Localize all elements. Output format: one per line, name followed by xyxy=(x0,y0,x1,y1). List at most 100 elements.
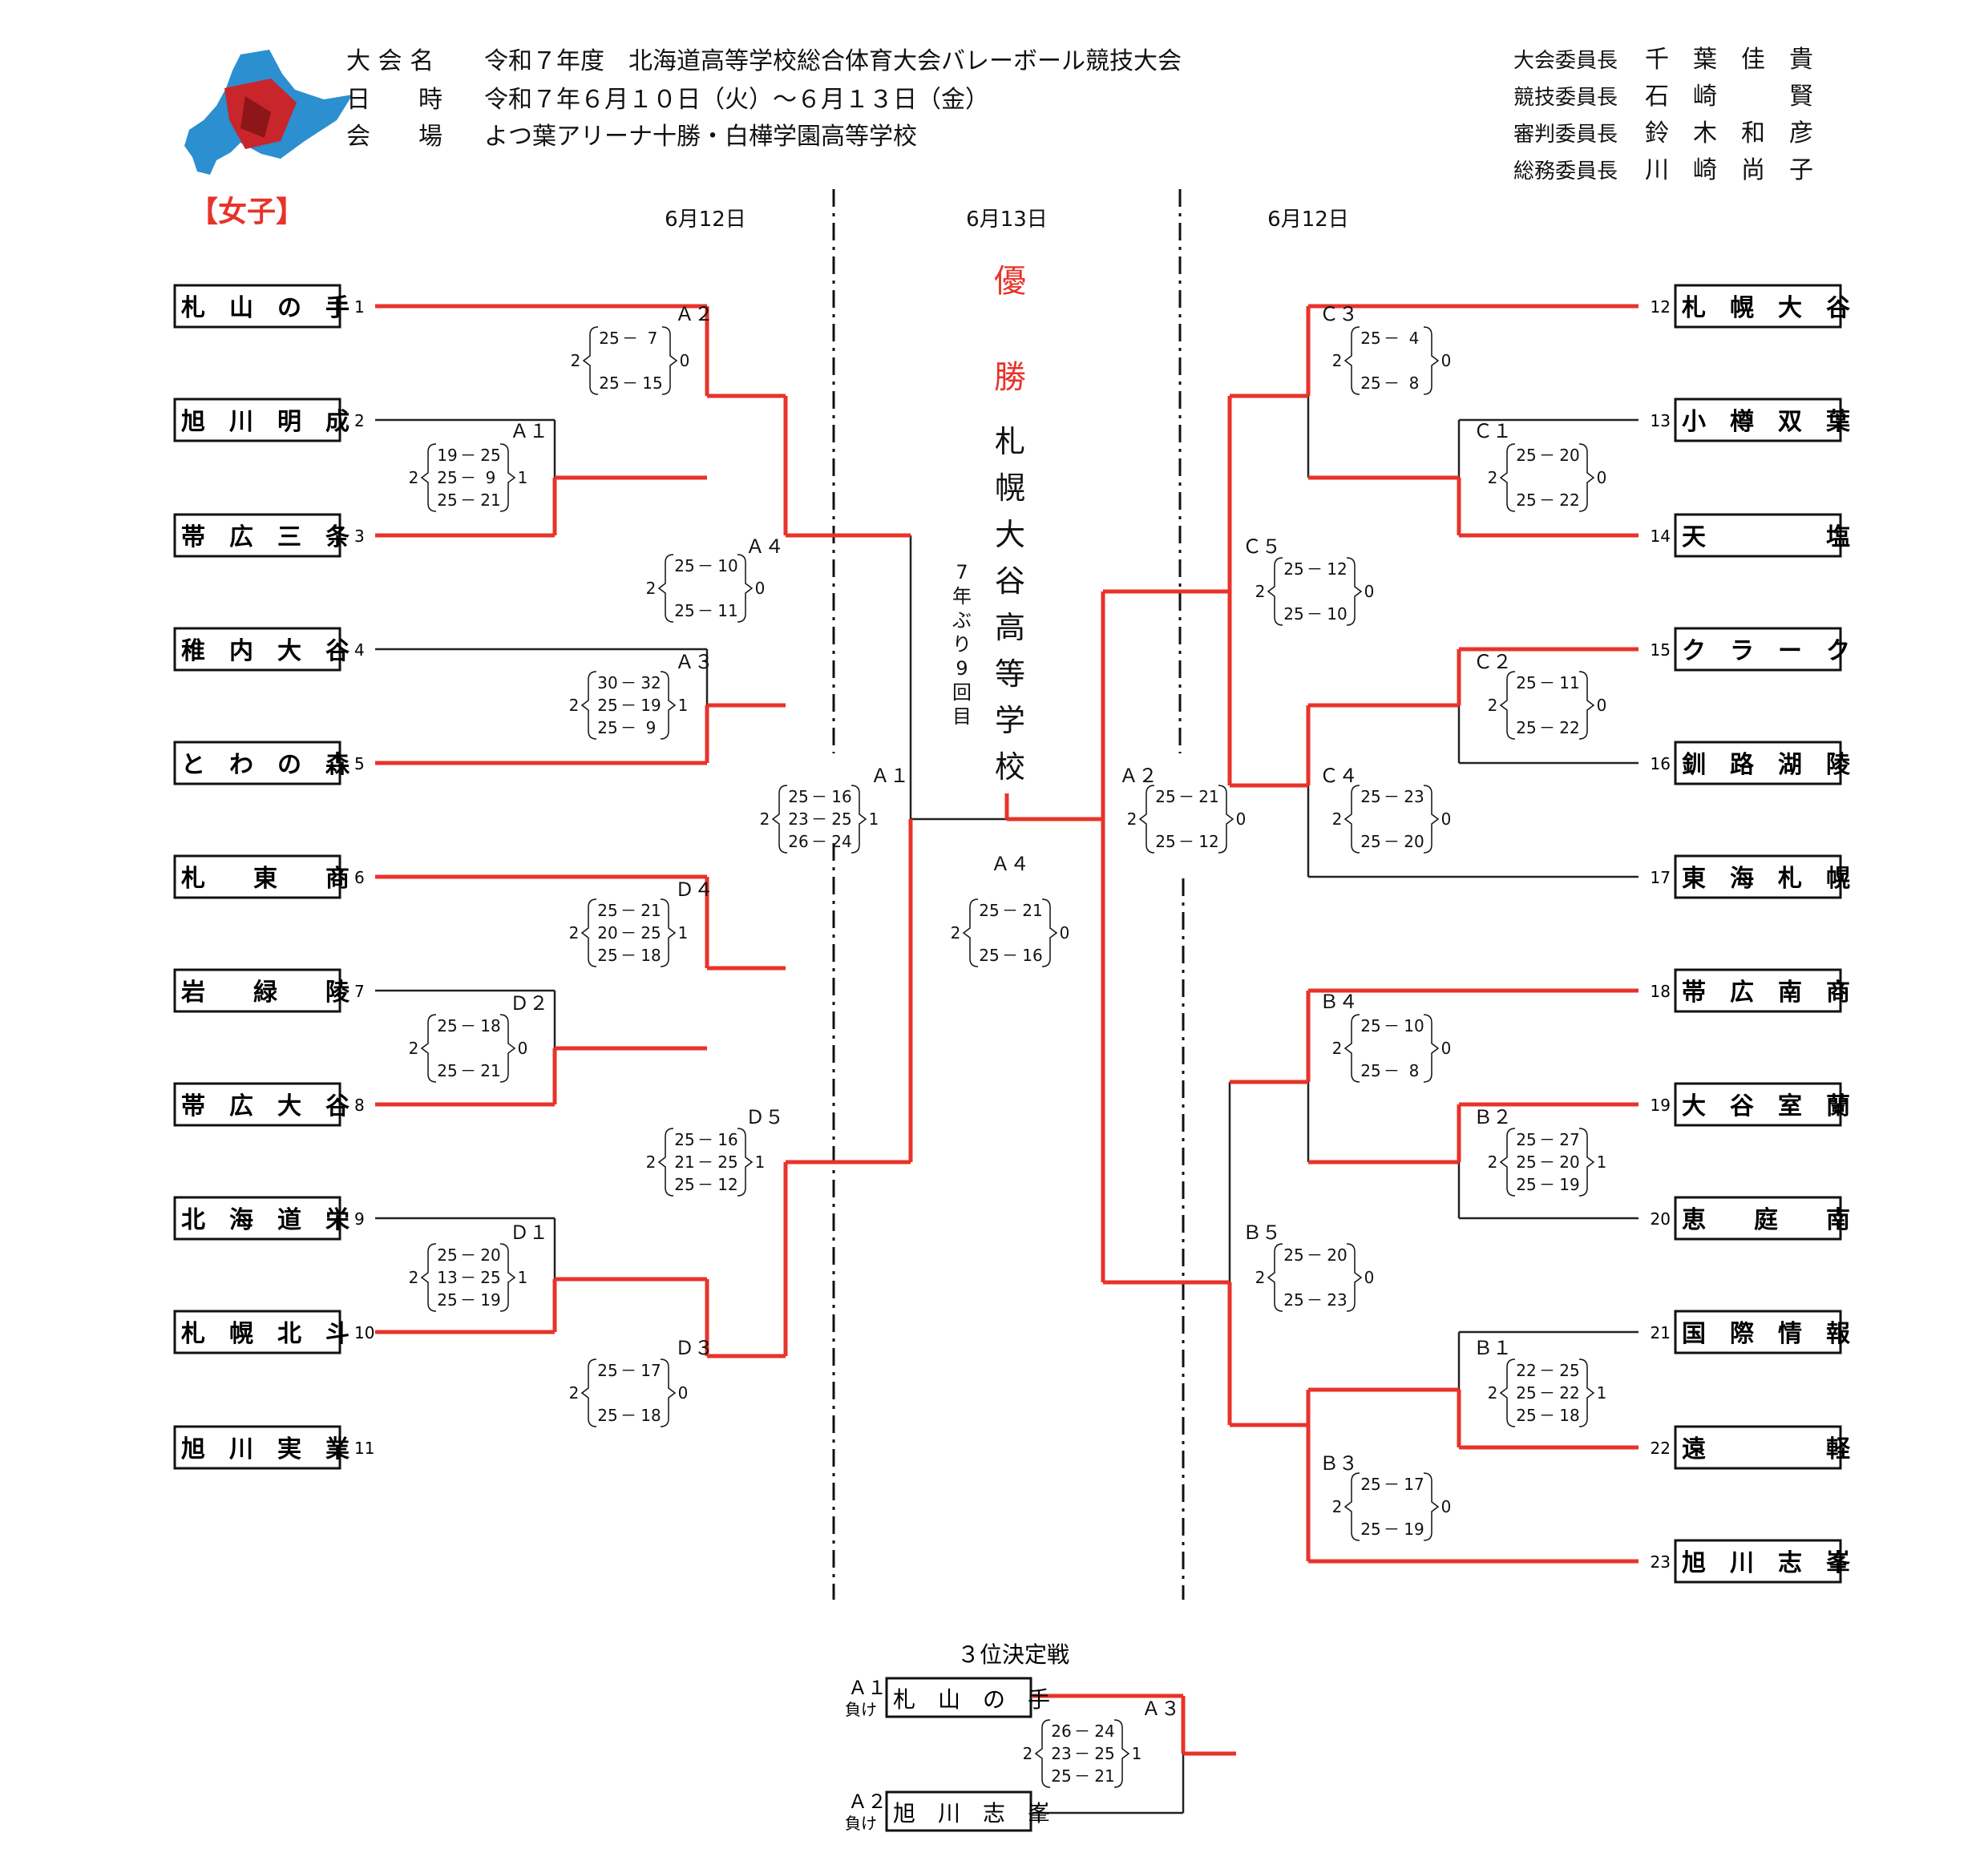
team-box xyxy=(1674,284,1842,329)
match-label: Ｂ２ xyxy=(1473,1106,1512,1128)
sets-won-winner: 2 xyxy=(569,1383,580,1403)
date-value: 令和７年６月１０日（火）～６月１３日（金） xyxy=(484,86,989,114)
match-label: Ｄ２ xyxy=(510,992,548,1015)
team-seed: 6 xyxy=(354,868,365,887)
set-score-bottom: 20 xyxy=(480,1245,500,1265)
set-score-top: 25 xyxy=(1360,1520,1380,1539)
match-label: Ａ２ xyxy=(675,303,713,325)
sets-won-loser: 0 xyxy=(518,1039,528,1058)
score-brace-right xyxy=(499,1243,516,1312)
sets-won-loser: 1 xyxy=(518,468,528,487)
score-brace-right xyxy=(1346,557,1363,626)
set-score-dash: － xyxy=(460,468,476,487)
score-brace-left xyxy=(657,554,674,623)
set-score-bottom: 20 xyxy=(1559,1152,1579,1172)
set-score-dash: － xyxy=(1074,1722,1090,1741)
set-score-bottom: 11 xyxy=(717,601,737,620)
team-seed: 3 xyxy=(354,527,365,546)
set-score-top: 20 xyxy=(597,923,617,943)
team-entry: 恵 庭 南20 xyxy=(1651,1196,1850,1241)
score-brace-right xyxy=(737,1128,754,1197)
team-name: 札 東 商 xyxy=(181,865,350,893)
team-name: 天 塩 xyxy=(1682,523,1850,551)
set-score-bottom: 16 xyxy=(717,1130,737,1149)
set-score-bottom: 21 xyxy=(480,1061,500,1080)
team-seed: 14 xyxy=(1651,527,1671,546)
score-brace-right xyxy=(1423,1014,1440,1083)
team-name: 札 幌 大 谷 xyxy=(1682,294,1850,322)
match-label: Ａ１ xyxy=(510,420,548,442)
hokkaido-logo xyxy=(184,50,353,175)
score-brace-left xyxy=(582,326,599,395)
set-score-dash: － xyxy=(620,696,636,715)
team-entry: 天 塩 14 xyxy=(1651,513,1850,558)
set-score-bottom: 20 xyxy=(1327,1245,1347,1265)
set-score-bottom: 11 xyxy=(1559,673,1579,692)
set-score-bottom: 25 xyxy=(480,446,500,465)
set-score-top: 25 xyxy=(979,946,999,965)
set-score-top: 25 xyxy=(1283,604,1303,624)
team-box xyxy=(173,627,341,672)
set-score-dash: － xyxy=(1307,559,1323,579)
set-score-bottom: 25 xyxy=(1559,1361,1579,1380)
team-box xyxy=(1674,741,1842,785)
set-score-top: 25 xyxy=(1516,1406,1536,1425)
set-score-dash: － xyxy=(697,1130,713,1149)
set-score-bottom: 18 xyxy=(480,1016,500,1035)
set-score-top: 25 xyxy=(1360,329,1380,348)
sets-won-winner: 2 xyxy=(646,579,657,598)
match-label: Ｃ１ xyxy=(1473,420,1512,442)
set-score-dash: － xyxy=(1384,787,1400,806)
set-score-bottom: 23 xyxy=(1327,1290,1347,1310)
score-brace-right xyxy=(660,671,677,740)
team-seed: 19 xyxy=(1651,1096,1671,1115)
set-score-bottom: 18 xyxy=(1559,1406,1579,1425)
team-entry: 札 幌 大 谷12 xyxy=(1651,284,1850,329)
set-score-dash: － xyxy=(811,787,827,806)
team-box xyxy=(173,1310,341,1354)
team-box xyxy=(1674,1196,1842,1241)
team-box xyxy=(173,1196,341,1241)
set-score-bottom: 18 xyxy=(640,1406,661,1425)
sets-won-loser: 0 xyxy=(1236,809,1247,829)
match-label: Ａ４ xyxy=(746,535,784,558)
score-brace-left xyxy=(771,785,788,854)
team-name: 小 樽 双 葉 xyxy=(1682,408,1851,436)
match-label: Ｄ５ xyxy=(746,1106,784,1128)
set-score-top: 25 xyxy=(1360,787,1380,806)
team-seed: 5 xyxy=(354,754,365,773)
match-label: Ａ３ xyxy=(675,651,713,673)
set-score-dash: － xyxy=(1384,373,1400,393)
set-score-dash: － xyxy=(622,329,638,348)
score-brace-right xyxy=(661,326,678,395)
team-box xyxy=(1674,513,1842,558)
set-score-dash: － xyxy=(460,1061,476,1080)
hokkaido-logo-facet xyxy=(240,96,271,138)
score-brace-right xyxy=(1578,443,1595,512)
set-score-top: 25 xyxy=(599,373,619,393)
score-brace-left xyxy=(1499,671,1516,740)
team-entry: 小 樽 双 葉 13 xyxy=(1651,398,1851,442)
set-score-bottom: 22 xyxy=(1559,1383,1579,1403)
team-name: 帯 広 三 条 xyxy=(181,523,350,551)
set-score-dash: － xyxy=(1178,832,1194,851)
official-name: 川 崎 尚 子 xyxy=(1645,156,1813,184)
set-score-top: 25 xyxy=(437,1245,457,1265)
sets-won-loser: 0 xyxy=(755,579,766,598)
set-score-top: 25 xyxy=(674,556,694,575)
score-brace-left xyxy=(1499,1128,1516,1197)
team-seed: 13 xyxy=(1651,411,1671,430)
officials-list: 大会委員長千 葉 佳 貴競技委員長石 崎 賢審判委員長鈴 木 和 彦総務委員長川… xyxy=(1513,46,1813,184)
